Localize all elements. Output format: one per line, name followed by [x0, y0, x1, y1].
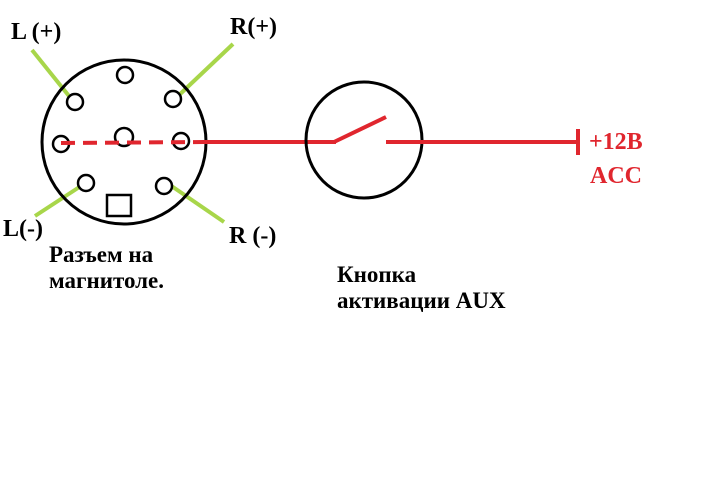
connector-pin-l-minus: [76, 173, 96, 193]
label-r-plus: R(+): [230, 14, 277, 40]
power-label-voltage: +12В: [589, 129, 643, 155]
lead-r-minus: [168, 183, 226, 224]
label-l-plus: L (+): [11, 19, 62, 45]
connector-key-notch: [105, 193, 133, 218]
power-label-acc: ACC: [590, 163, 642, 189]
connector-caption-line1: Разъем на: [49, 242, 154, 267]
connector-pin-top: [115, 65, 135, 85]
label-r-minus: R (-): [229, 223, 277, 249]
button-caption-line2: активации AUX: [337, 288, 506, 314]
connector-pin-r-minus: [154, 176, 174, 196]
connector-caption: Разъем на магнитоле.: [49, 242, 164, 295]
button-caption: Кнопка активации AUX: [337, 262, 506, 315]
label-l-minus: L(-): [3, 216, 43, 242]
lead-l-plus: [30, 48, 75, 103]
wire-inside-connector: [60, 140, 205, 145]
aux-switch-lever: [333, 115, 387, 144]
lead-l-minus: [33, 182, 86, 218]
connector-caption-line2: магнитоле.: [49, 268, 165, 294]
button-caption-line1: Кнопка: [337, 262, 417, 287]
connector-pin-r-plus: [163, 89, 183, 109]
connector-pin-l-plus: [65, 92, 85, 112]
